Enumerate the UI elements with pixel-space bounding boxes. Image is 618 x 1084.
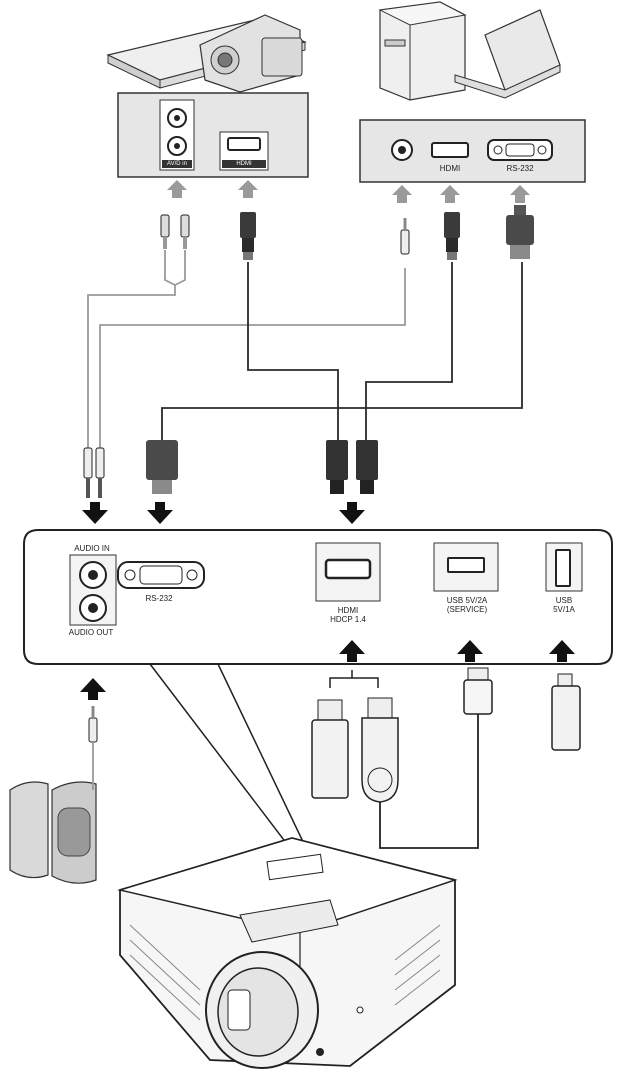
- camcorder-icon: [199, 14, 303, 93]
- speakers-icon: [9, 781, 97, 884]
- usb-service-port: [447, 557, 485, 573]
- usb-port: [555, 549, 571, 587]
- vga-plug-projector: [146, 440, 178, 494]
- usb-power-label: 5V/1A: [553, 605, 575, 614]
- usb-label: USB: [555, 596, 573, 605]
- hdmi-plug-pair-projector: [326, 440, 378, 494]
- audio-out-label: AUDIO OUT: [68, 628, 114, 637]
- av-source-panel: [117, 92, 309, 178]
- projector-icon: [117, 837, 458, 1069]
- rca-plug-pair-projector: [83, 447, 105, 498]
- laptop-icon: [454, 9, 561, 99]
- hdmi-plug-av: [240, 212, 256, 260]
- rca-plug-pair: [160, 214, 190, 250]
- usb-stick-icon: [551, 673, 581, 751]
- pc-hdmi-label: HDMI: [439, 164, 461, 173]
- hdmi-plug-pc: [444, 212, 460, 260]
- audio-jack-plug-speakers: [88, 705, 98, 743]
- rs232-label: RS-232: [145, 594, 173, 603]
- usb-service-label: USB 5V/2A: [446, 596, 488, 605]
- hdmi-port: [324, 558, 372, 580]
- vga-plug-pc: [506, 205, 534, 259]
- pc-rs232-label: RS-232: [506, 164, 534, 173]
- usb-power-cable: [379, 714, 479, 849]
- usb-plug: [463, 667, 493, 715]
- usb-service-sub-label: (SERVICE): [446, 605, 488, 614]
- audio-cables: [87, 250, 406, 448]
- audio-in-label: AUDIO IN: [74, 544, 110, 553]
- data-cables: [161, 262, 523, 440]
- hdmi-dongle-icon: [311, 699, 349, 799]
- desktop-pc-icon: [378, 1, 467, 101]
- rs232-port: [117, 561, 205, 589]
- wireless-dongle-icon: [361, 697, 399, 803]
- av-hdmi-label: HDMI: [236, 161, 252, 167]
- pc-hdmi-port: [431, 142, 469, 158]
- audio-jack-plug-pc: [400, 217, 410, 255]
- hdmi-label: HDMI: [337, 606, 359, 615]
- hdcp-label: HDCP 1.4: [330, 615, 366, 624]
- av-in-label: AV/D in: [167, 161, 187, 167]
